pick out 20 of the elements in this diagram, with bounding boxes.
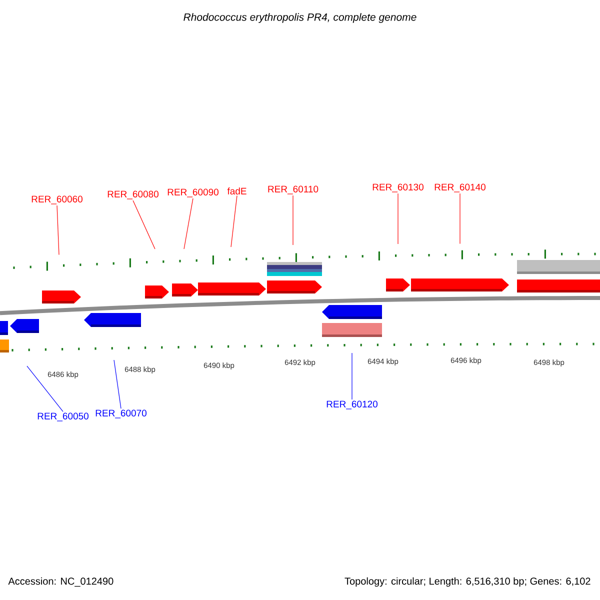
gene-label: RER_60080 [108, 190, 158, 200]
info-text: Accession: NC_012490 [8, 577, 114, 587]
title: Rhodococcus erythropolis PR4, complete genome [184, 13, 416, 23]
gene-label: RER_60070 [96, 410, 146, 418]
leader-line [292, 195, 294, 246]
leader-line [114, 360, 122, 409]
gene-label: RER_60060 [32, 196, 82, 204]
leader-line [230, 195, 238, 248]
leader-line [56, 205, 60, 256]
gene-label: RER_60140 [434, 184, 486, 192]
gene-label: fadE [227, 188, 246, 194]
gene-label: RER_60090 [168, 188, 218, 198]
leader-line [132, 200, 156, 250]
leader-line [184, 198, 194, 250]
gene-label: RER_60120 [326, 400, 378, 410]
info-text: Topology: circular; Length: 6,516,310 bp; Genes: 6,102 [344, 577, 590, 587]
gene-label: RER_60110 [268, 186, 318, 194]
gene-label: RER_60050 [38, 412, 88, 422]
gene-label: RER_60130 [372, 184, 424, 192]
leader-line [26, 366, 64, 412]
